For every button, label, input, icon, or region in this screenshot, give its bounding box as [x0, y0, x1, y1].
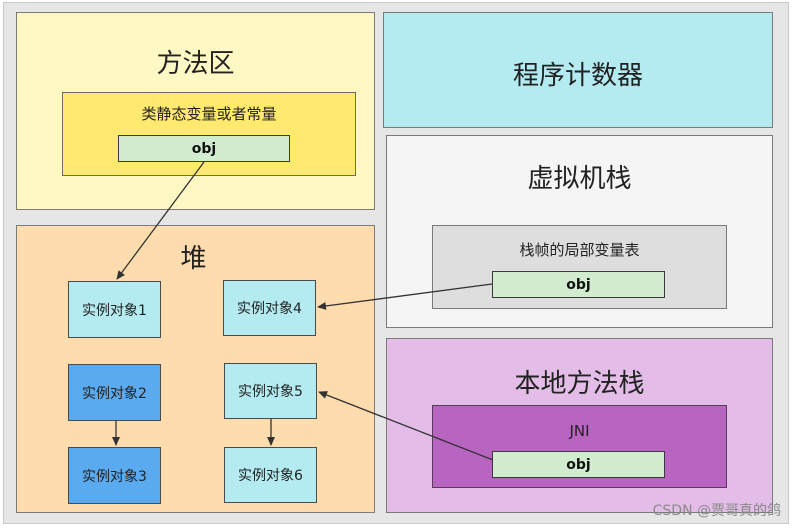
program-counter-region: 程序计数器	[383, 12, 773, 128]
vm-stack-title: 虚拟机栈	[527, 164, 632, 194]
stack-frame-label: 栈帧的局部变量表	[519, 241, 640, 259]
method-area-region: 方法区 类静态变量或者常量 obj	[16, 12, 375, 210]
program-counter-title: 程序计数器	[512, 61, 643, 91]
instance-object-1: 实例对象1	[68, 281, 161, 338]
stack-frame-box: 栈帧的局部变量表 obj	[432, 225, 727, 309]
native-method-stack-title: 本地方法栈	[514, 369, 645, 399]
instance-object-5: 实例对象5	[224, 363, 317, 419]
jni-label: JNI	[569, 422, 590, 440]
instance-object-4: 实例对象4	[223, 280, 316, 336]
method-area-obj: obj	[118, 135, 290, 162]
native-stack-obj: obj	[492, 451, 665, 478]
csdn-watermark: CSDN @贾哥真的鸽	[652, 503, 781, 519]
instance-object-3: 实例对象3	[68, 447, 161, 504]
heap-title: 堆	[180, 244, 207, 274]
vm-stack-region: 虚拟机栈 栈帧的局部变量表 obj	[386, 135, 773, 328]
vm-stack-obj: obj	[492, 271, 665, 298]
static-vars-label: 类静态变量或者常量	[141, 105, 277, 123]
method-area-title: 方法区	[156, 49, 235, 79]
jni-box: JNI obj	[432, 405, 727, 488]
instance-object-6: 实例对象6	[224, 447, 317, 503]
instance-object-2: 实例对象2	[68, 364, 161, 421]
native-method-stack-region: 本地方法栈 JNI obj	[386, 338, 773, 513]
static-vars-box: 类静态变量或者常量 obj	[62, 92, 356, 176]
